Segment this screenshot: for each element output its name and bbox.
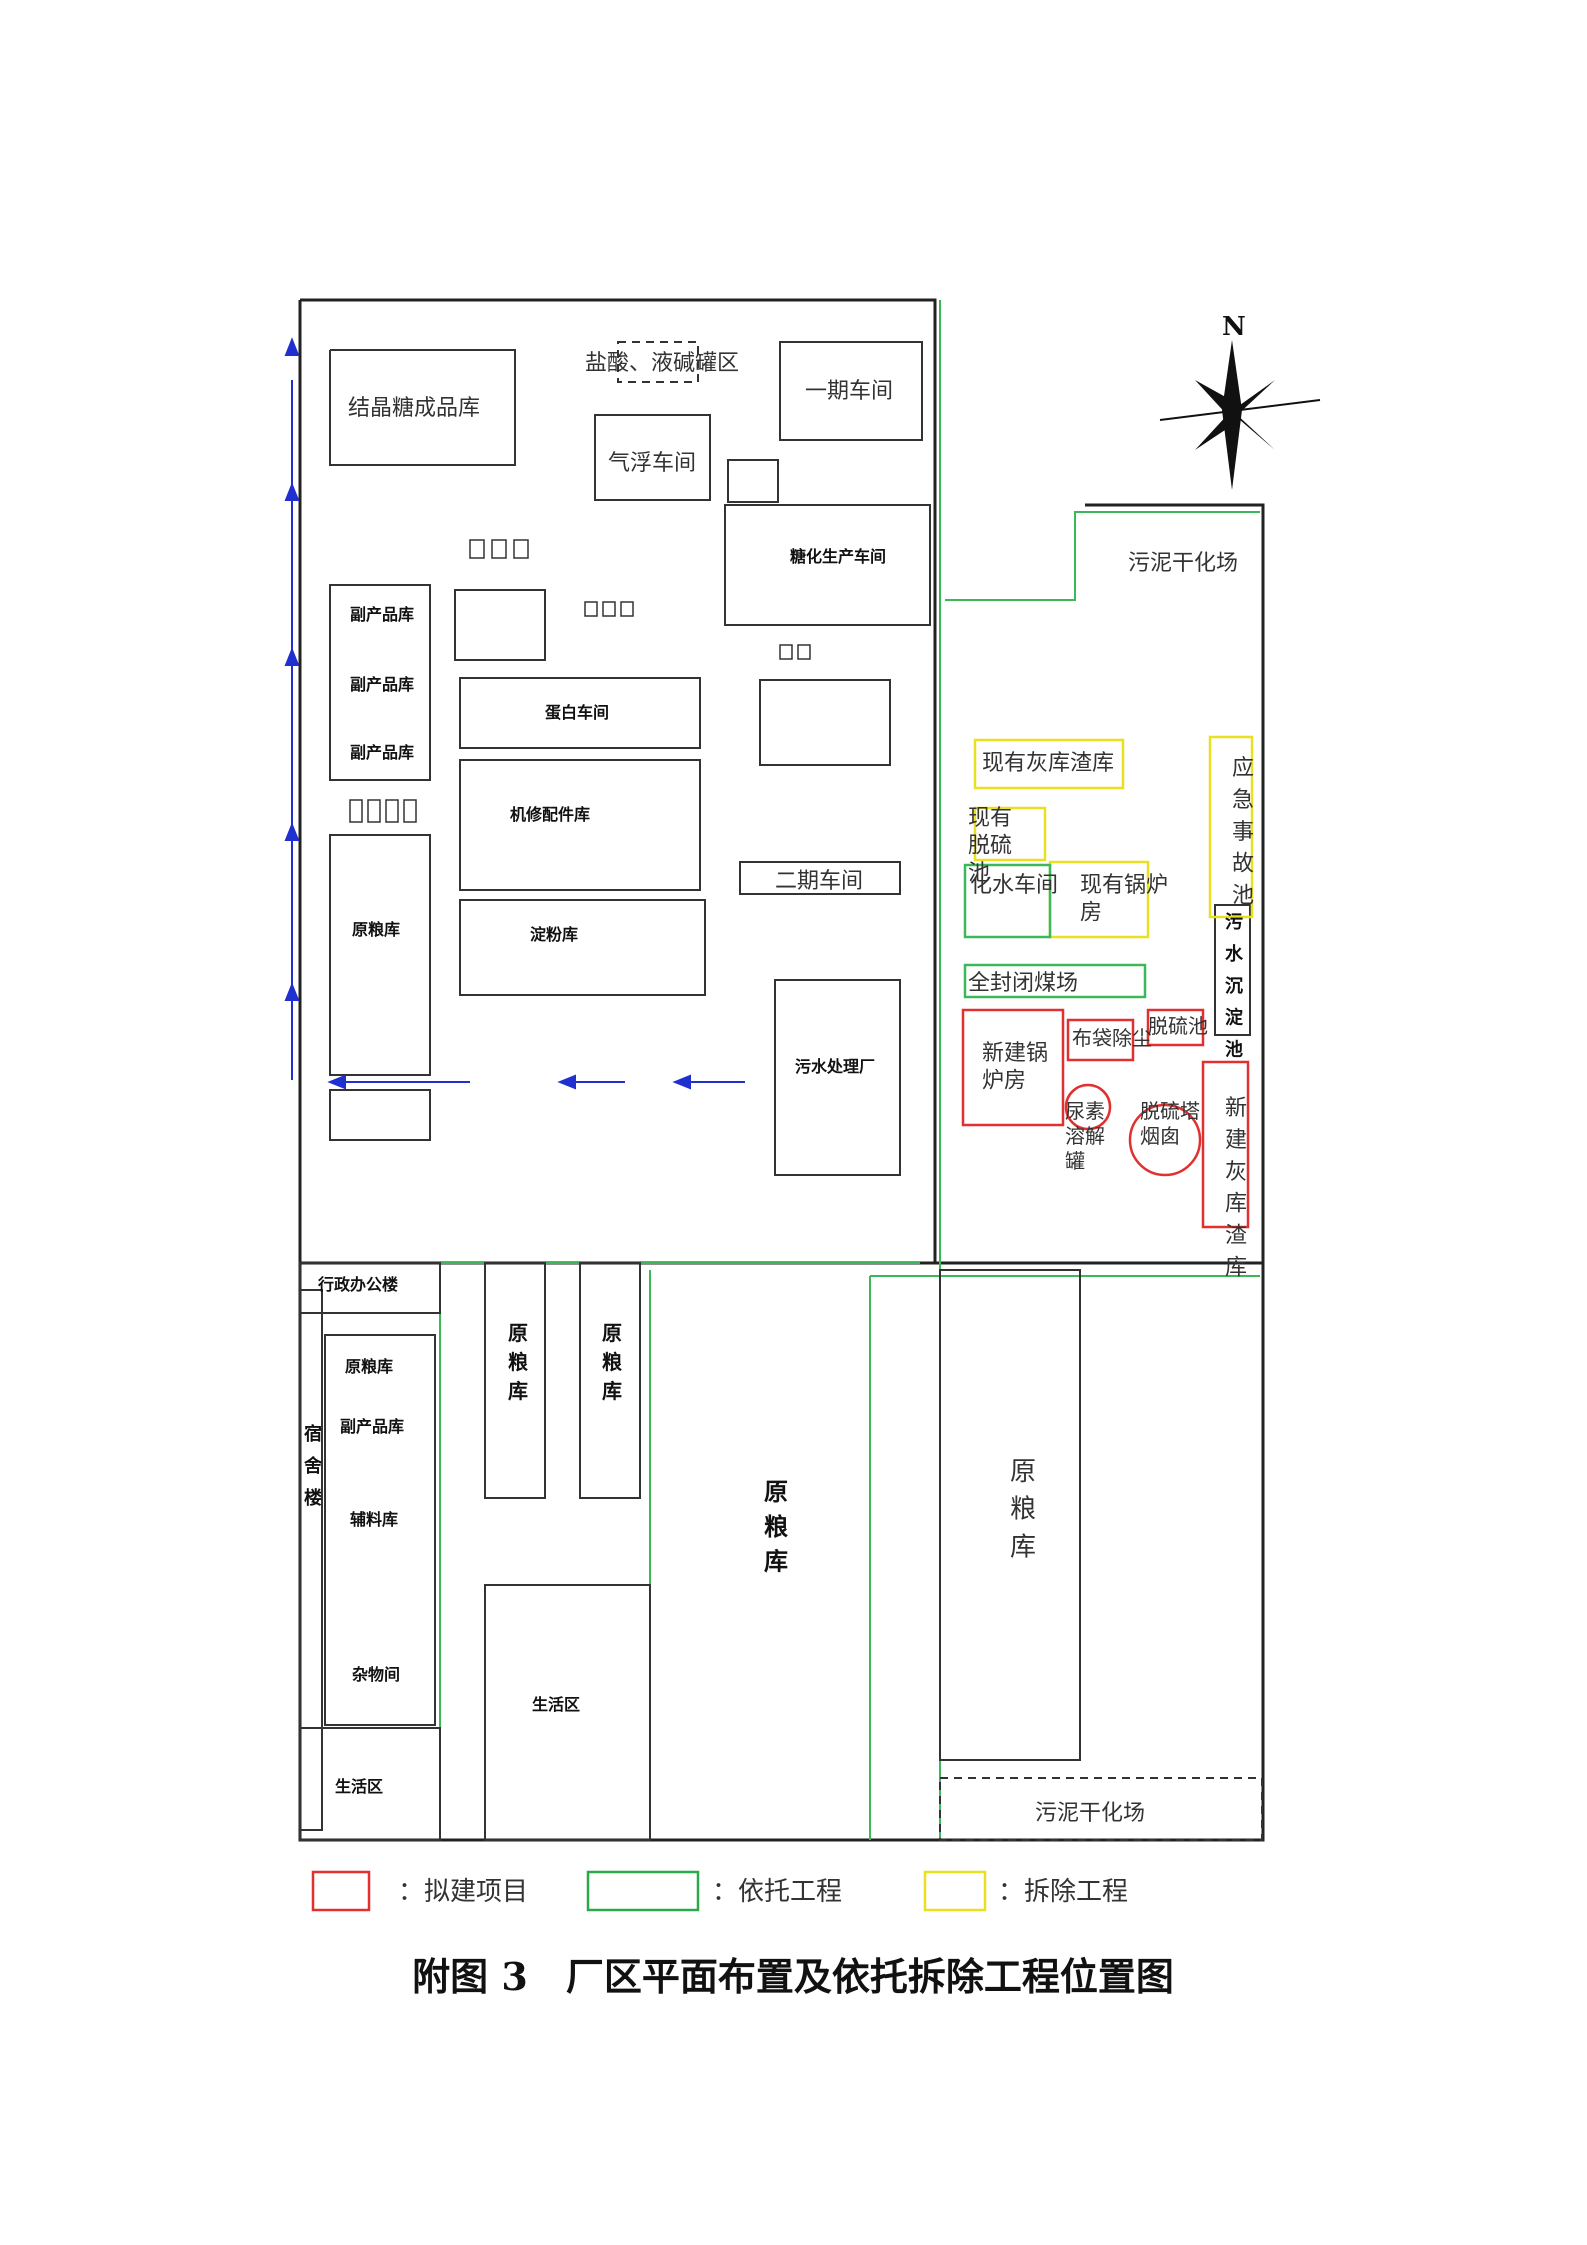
label-water-treatment: 化水车间	[970, 873, 1058, 898]
label-material-store: 辅料库	[350, 1510, 398, 1529]
label-existing-desulf-pool: 现有脱硫池	[968, 806, 1012, 886]
legend-swatch-demolition	[923, 1870, 987, 1912]
label-urea-tank: 尿素溶解罐	[1065, 1099, 1105, 1173]
label-raw-grain-right: 原粮库	[1010, 1457, 1036, 1562]
label-phase2-workshop: 二期车间	[775, 869, 863, 894]
label-byproduct-3: 副产品库	[350, 743, 414, 762]
label-desulf-pool: 脱硫池	[1148, 1014, 1208, 1038]
label-bag-filter: 布袋除尘	[1072, 1026, 1152, 1050]
area-labels: 盐酸、液碱罐区 一期车间 结晶糖成品库 气浮车间 污泥干化场 现有灰库渣库 化水…	[348, 351, 1238, 1826]
flow-arrows	[284, 337, 745, 1090]
label-existing-boiler: 现有锅炉房	[1080, 873, 1168, 926]
legend-swatch-proposed	[311, 1870, 371, 1912]
bold-labels: 副产品库 副产品库 副产品库 机修配件库 蛋白车间 原粮库 淀粉库 污水处理厂 …	[317, 547, 886, 1796]
bold-vertical-labels: 污水沉淀池 原粮库 原粮库 原粮库 宿舍楼	[304, 912, 1244, 1576]
legend-swatch-support	[586, 1870, 700, 1912]
label-protein-workshop: 蛋白车间	[545, 703, 609, 722]
vertical-labels: 应急事故池 新建灰库渣库 原粮库	[1010, 756, 1254, 1562]
compass-rose-icon	[1159, 340, 1321, 490]
label-closed-coal-yard: 全封闭煤场	[968, 971, 1078, 996]
green-lines	[320, 300, 1260, 1840]
tank-icons	[349, 539, 811, 823]
figure-caption: 附图 3 厂区平面布置及依托拆除工程位置图	[412, 1954, 1174, 1999]
label-hcl-naoh-tanks: 盐酸、液碱罐区	[585, 351, 739, 376]
label-raw-grain-c: 原粮库	[508, 1321, 528, 1403]
compass-north-label: N	[1222, 312, 1246, 342]
site-boundary	[298, 298, 1265, 1842]
label-saccharify-workshop: 糖化生产车间	[790, 547, 886, 566]
label-desulf-tower: 脱硫塔烟囱	[1140, 1099, 1200, 1148]
label-raw-grain-e: 原粮库	[764, 1477, 788, 1576]
buildings	[299, 341, 1251, 1841]
label-repair-parts: 机修配件库	[510, 805, 590, 824]
label-emergency-pool: 应急事故池	[1232, 756, 1254, 909]
proposed-outlines	[961, 1008, 1250, 1229]
legend-label-proposed: ：拟建项目	[398, 1877, 528, 1907]
dashed-areas	[617, 341, 1263, 1841]
label-raw-grain-a: 原粮库	[345, 1357, 393, 1376]
label-raw-grain-left: 原粮库	[352, 920, 400, 939]
demolition-outlines	[973, 735, 1254, 939]
label-sewage-tower: 污水沉淀池	[1225, 912, 1244, 1061]
label-sewage-plant: 污水处理厂	[795, 1057, 875, 1076]
label-byproduct-b: 副产品库	[340, 1417, 404, 1436]
support-outlines	[963, 863, 1147, 999]
legend-label-demolition: ：拆除工程	[998, 1877, 1128, 1907]
label-byproduct-1: 副产品库	[350, 605, 414, 624]
legend-label-support: ：依托工程	[712, 1877, 842, 1907]
label-misc-room: 杂物间	[352, 1665, 400, 1684]
label-phase1-workshop: 一期车间	[805, 379, 893, 404]
label-starch-store: 淀粉库	[530, 925, 578, 944]
label-living-area-2: 生活区	[335, 1777, 383, 1796]
legend: ：拟建项目 ：依托工程 ：拆除工程	[311, 1870, 1128, 1912]
label-living-area: 生活区	[532, 1695, 580, 1714]
label-existing-ash-slag: 现有灰库渣库	[982, 751, 1114, 776]
label-sludge-drying-s: 污泥干化场	[1035, 1801, 1145, 1826]
label-byproduct-2: 副产品库	[350, 675, 414, 694]
wrapped-labels: 现有脱硫池 现有锅炉房 新建锅炉房 尿素溶解罐 脱硫塔烟囱	[968, 806, 1200, 1173]
label-admin-office: 行政办公楼	[317, 1275, 398, 1294]
label-sludge-drying-ne: 污泥干化场	[1128, 551, 1238, 576]
label-new-ash-slag: 新建灰库渣库	[1225, 1096, 1247, 1281]
label-new-boiler: 新建锅炉房	[982, 1041, 1048, 1094]
label-raw-grain-d: 原粮库	[602, 1321, 622, 1403]
label-flotation-workshop: 气浮车间	[608, 451, 696, 476]
label-crystal-sugar-store: 结晶糖成品库	[348, 396, 480, 421]
label-dormitory: 宿舍楼	[304, 1423, 323, 1509]
